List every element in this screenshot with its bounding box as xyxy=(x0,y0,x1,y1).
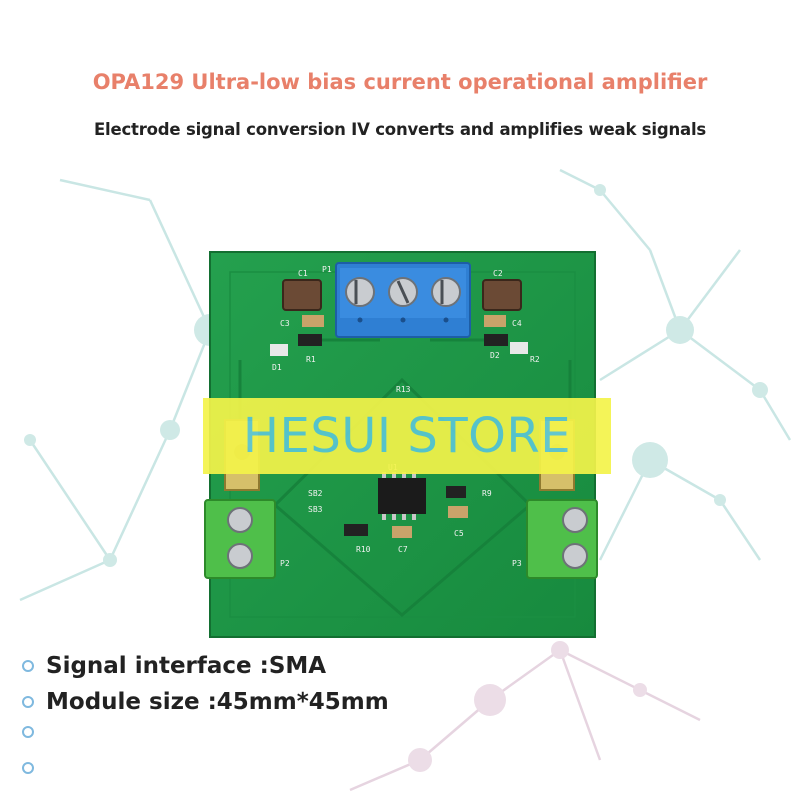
terminal-block-p3 xyxy=(526,499,598,579)
opamp-ic xyxy=(378,478,426,514)
label-c7: C7 xyxy=(398,545,408,554)
terminal-block-p1 xyxy=(335,262,471,338)
store-watermark-text: HESUI STORE xyxy=(242,408,572,464)
label-d1: D1 xyxy=(272,363,282,372)
spec-item: Module size :45mm*45mm xyxy=(22,684,522,720)
extra-bullets xyxy=(22,726,34,798)
label-c3: C3 xyxy=(280,319,290,328)
label-r10: R10 xyxy=(356,545,371,554)
terminal-block-p2 xyxy=(204,499,276,579)
label-p2: P2 xyxy=(280,559,290,568)
label-r9: R9 xyxy=(482,489,492,498)
label-r1: R1 xyxy=(306,355,316,364)
label-p1: P1 xyxy=(322,265,332,274)
spec-list: Signal interface :SMA Module size :45mm*… xyxy=(22,648,522,720)
page-subtitle: Electrode signal conversion IV converts … xyxy=(93,120,707,139)
label-sb2: SB2 xyxy=(308,489,323,498)
store-watermark: HESUI STORE xyxy=(203,398,611,474)
spec-signal-interface: Signal interface :SMA xyxy=(46,653,327,679)
label-sb3: SB3 xyxy=(308,505,323,514)
label-p3: P3 xyxy=(512,559,522,568)
label-c4: C4 xyxy=(512,319,522,328)
label-c5: C5 xyxy=(454,529,464,538)
bullet-icon xyxy=(22,726,34,738)
bullet-icon xyxy=(22,762,34,774)
label-c1: C1 xyxy=(298,269,308,278)
label-d2: D2 xyxy=(490,351,500,360)
page-title: OPA129 Ultra-low bias current operationa… xyxy=(92,70,708,94)
label-c2: C2 xyxy=(493,269,503,278)
bullet-icon xyxy=(22,660,34,672)
bullet-icon xyxy=(22,696,34,708)
spec-module-size: Module size :45mm*45mm xyxy=(46,689,389,715)
spec-item: Signal interface :SMA xyxy=(22,648,522,684)
label-r2: R2 xyxy=(530,355,540,364)
label-r13: R13 xyxy=(396,385,411,394)
